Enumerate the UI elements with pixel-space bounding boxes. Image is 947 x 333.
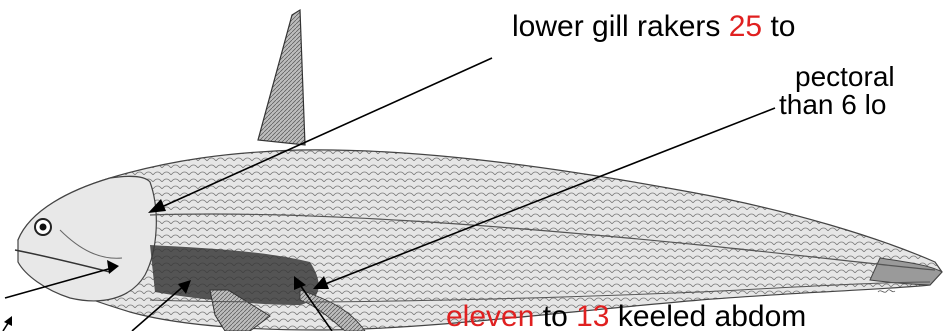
label-pectoral-line-1: pectoral [795,63,895,91]
gill-rakers-count: 25 [729,10,762,43]
dorsal-fin [258,10,305,145]
keeled-max-count: 13 [576,300,609,333]
keeled-min-word: eleven [446,300,534,333]
label-lower-gill-rakers: lower gill rakers 25 to [512,12,795,42]
label-keeled-abdominal: eleven to 13 keeled abdom [446,302,806,332]
label-pectoral-line-2: than 6 lo [779,91,886,119]
fish-head [18,176,156,301]
